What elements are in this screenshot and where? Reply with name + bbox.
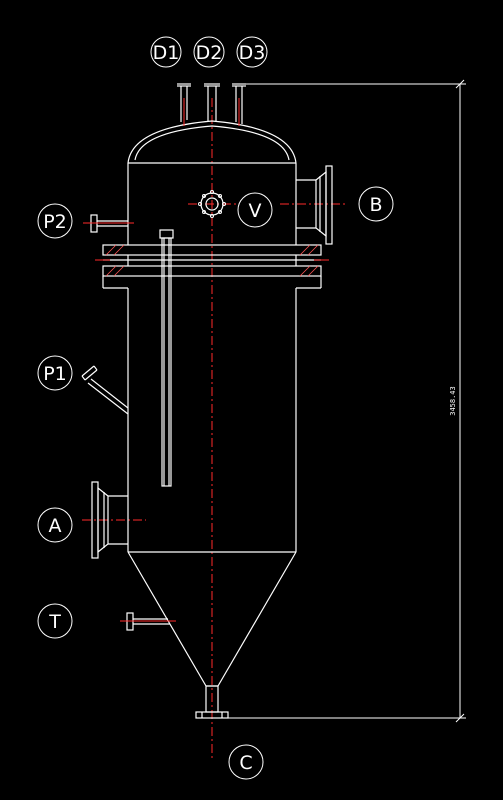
nozzle-a [91,481,128,559]
label-d1: D1 [150,36,182,68]
flange-hatching [105,244,319,277]
label-p2-text: P2 [43,211,67,233]
label-d2-text: D2 [196,42,223,64]
nozzle-c [195,685,229,719]
label-t-text: T [48,611,61,633]
nozzle-t [120,612,176,631]
label-p1-text: P1 [43,363,67,385]
label-c-text: C [239,752,252,774]
label-v: V [237,192,273,228]
body-flange [95,244,329,289]
label-c: C [228,744,264,780]
upper-shell [127,163,297,245]
nozzle-d2 [204,83,220,121]
viewport-v [198,190,226,218]
label-b: B [358,186,394,222]
label-d2: D2 [193,36,225,68]
label-d1-text: D1 [153,42,180,64]
nozzle-labels: D1 D2 D3 B V P2 P1 A [37,36,394,780]
internal-tube [159,229,174,487]
label-a: A [37,507,73,543]
label-b-text: B [369,194,382,216]
nozzle-d3 [232,83,246,124]
nozzle-p1 [81,365,129,415]
nozzle-b [296,165,333,245]
top-nozzles [177,83,246,126]
dimension-overall-height: 3458.43 [228,79,466,723]
lower-shell [127,288,297,553]
label-p1: P1 [37,355,73,391]
label-d3: D3 [236,36,268,68]
label-t: T [37,603,73,639]
label-d3-text: D3 [239,42,266,64]
top-head [127,120,297,164]
nozzle-p2 [83,214,134,233]
label-a-text: A [49,515,62,537]
centerlines [82,98,346,760]
nozzle-d1 [177,83,191,122]
label-v-text: V [249,200,262,222]
dimension-value: 3458.43 [449,386,457,416]
label-p2: P2 [37,203,73,239]
